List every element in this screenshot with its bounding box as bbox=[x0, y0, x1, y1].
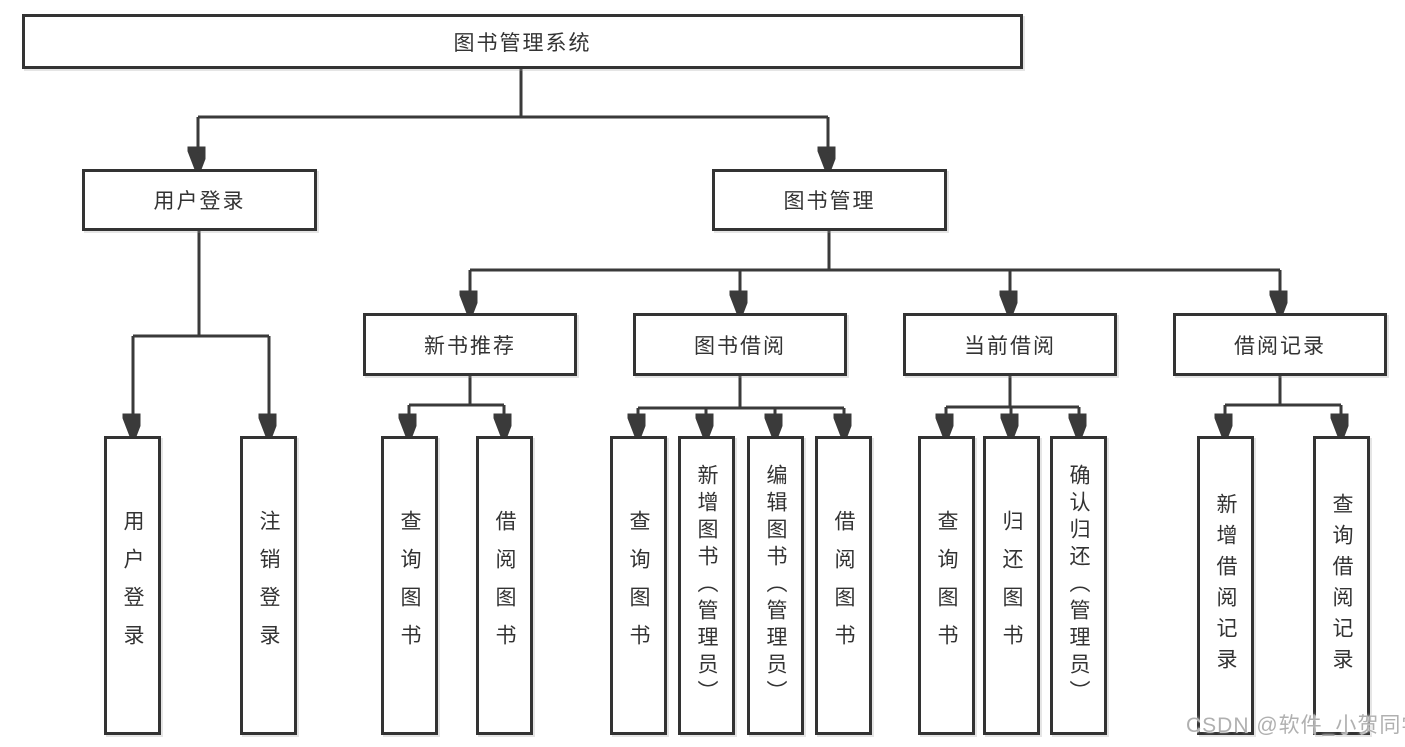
node-label: 用户登录 bbox=[153, 190, 246, 213]
node-label: 新书推荐 bbox=[424, 334, 516, 358]
leaf-add-borrow-record: 新增借阅记录 bbox=[1197, 436, 1254, 735]
node-label: 图书借阅 bbox=[694, 334, 786, 358]
leaf-query-borrow-record: 查询借阅记录 bbox=[1313, 436, 1370, 735]
node-book-management: 图书管理 bbox=[712, 169, 947, 231]
node-borrow-record: 借阅记录 bbox=[1173, 313, 1387, 376]
connector-current-borrow-children bbox=[946, 375, 1079, 433]
node-new-book-recommend: 新书推荐 bbox=[363, 313, 577, 376]
node-library-management-system: 图书管理系统 bbox=[22, 14, 1023, 69]
node-label: 图书管理系统 bbox=[453, 31, 592, 55]
leaf-borrow-books-2: 借阅图书 bbox=[815, 436, 872, 735]
connector-book-borrow-children bbox=[638, 375, 844, 433]
leaf-label: 新增图书（管理员） bbox=[695, 464, 718, 707]
leaf-label: 借阅图书 bbox=[832, 509, 855, 662]
connector-new-book-children bbox=[409, 375, 504, 433]
node-label: 图书管理 bbox=[783, 190, 876, 213]
leaf-label: 查询图书 bbox=[398, 509, 421, 662]
leaf-logout: 注销登录 bbox=[240, 436, 297, 735]
leaf-label: 编辑图书（管理员） bbox=[764, 464, 787, 707]
leaf-return-books: 归还图书 bbox=[983, 436, 1040, 735]
leaf-label: 查询借阅记录 bbox=[1330, 492, 1353, 679]
leaf-label: 归还图书 bbox=[1000, 509, 1023, 662]
leaf-query-books-3: 查询图书 bbox=[918, 436, 975, 735]
leaf-label: 确认归还（管理员） bbox=[1067, 464, 1090, 707]
leaf-label: 用户登录 bbox=[121, 509, 144, 662]
node-book-borrow: 图书借阅 bbox=[633, 313, 847, 376]
leaf-query-books-2: 查询图书 bbox=[610, 436, 667, 735]
node-label: 当前借阅 bbox=[964, 334, 1056, 358]
leaf-edit-books-admin: 编辑图书（管理员） bbox=[747, 436, 804, 735]
node-label: 借阅记录 bbox=[1234, 334, 1326, 358]
connector-user-login-children bbox=[133, 230, 269, 433]
connector-book-management-children bbox=[470, 230, 1280, 310]
leaf-confirm-return-admin: 确认归还（管理员） bbox=[1050, 436, 1107, 735]
connector-root-to-level2 bbox=[198, 68, 828, 166]
leaf-user-login: 用户登录 bbox=[104, 436, 161, 735]
leaf-borrow-books-1: 借阅图书 bbox=[476, 436, 533, 735]
leaf-query-books-1: 查询图书 bbox=[381, 436, 438, 735]
leaf-label: 查询图书 bbox=[935, 509, 958, 662]
csdn-watermark: CSDN @软件_小贺同学 bbox=[1186, 714, 1405, 737]
leaf-label: 查询图书 bbox=[627, 509, 650, 662]
node-current-borrow: 当前借阅 bbox=[903, 313, 1117, 376]
leaf-label: 借阅图书 bbox=[493, 509, 516, 662]
leaf-label: 注销登录 bbox=[257, 509, 280, 662]
node-user-login: 用户登录 bbox=[82, 169, 317, 231]
leaf-add-books-admin: 新增图书（管理员） bbox=[678, 436, 735, 735]
connector-borrow-record-children bbox=[1225, 375, 1341, 433]
leaf-label: 新增借阅记录 bbox=[1214, 492, 1237, 679]
